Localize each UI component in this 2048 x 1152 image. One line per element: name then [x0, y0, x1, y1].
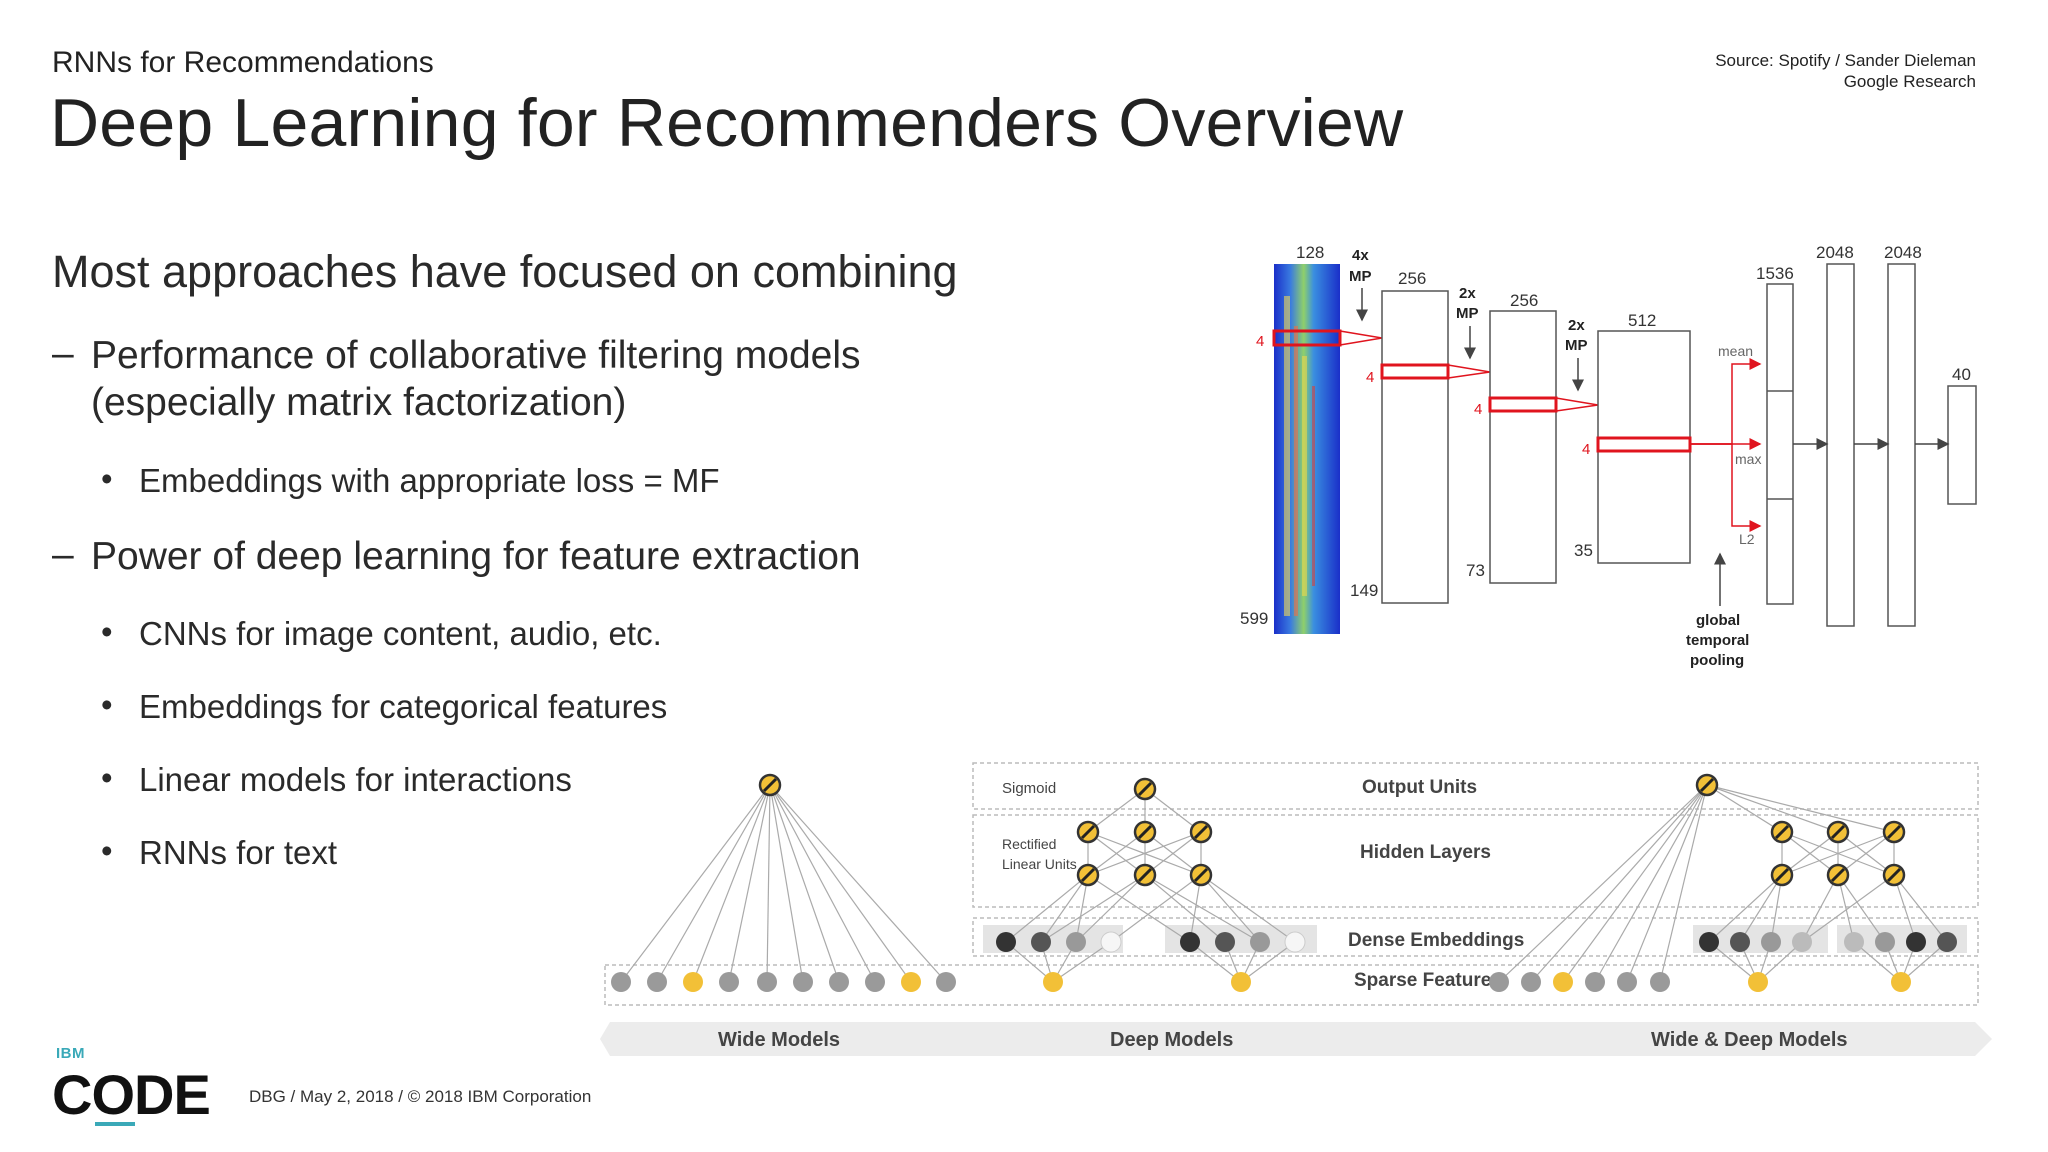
pool3-label-2: MP	[1565, 337, 1588, 354]
dense-embeddings-row	[972, 917, 1979, 957]
slide-subtitle: RNNs for Recommendations	[52, 46, 434, 79]
conv-layer-2	[1489, 310, 1557, 584]
source-credit: Source: Spotify / Sander Dieleman Google…	[1715, 50, 1976, 92]
cnn-architecture-diagram: 128 599 4 4x MP 256 149 4 2x MP 256 73 4…	[1240, 243, 1977, 669]
conv1-bottom-label: 149	[1350, 581, 1378, 600]
wide-deep-models-label: Wide & Deep Models	[1651, 1029, 1848, 1051]
bullet-dot: •	[101, 832, 113, 869]
pool1-label-2: MP	[1349, 268, 1372, 285]
conv-layer-1	[1381, 290, 1449, 604]
point-1-line-1: Performance of collaborative filtering m…	[91, 334, 861, 377]
bullet-dot: •	[101, 759, 113, 796]
window-label: 4	[1366, 369, 1374, 386]
dense-embeddings-label: Dense Embeddings	[1348, 930, 1524, 951]
relu-label-2: Linear Units	[1002, 856, 1077, 872]
conv-layer-3	[1597, 330, 1691, 564]
logo-code-text: CODE	[52, 1063, 211, 1126]
hidden-layers-row	[972, 814, 1979, 908]
footer-text: DBG / May 2, 2018 / © 2018 IBM Corporati…	[249, 1087, 592, 1106]
gtp-label-3: pooling	[1690, 652, 1744, 669]
logo-ibm-text: IBM	[56, 1045, 85, 1062]
fc-layer-2	[1887, 263, 1916, 627]
conv3-bottom-label: 35	[1574, 541, 1593, 560]
dense-embedding-nodes	[996, 931, 1957, 953]
conv1-projection	[1447, 364, 1491, 379]
bullet-text: Linear models for interactions	[139, 761, 572, 798]
conv3-top-label: 512	[1628, 311, 1656, 330]
bullet-dot: •	[101, 460, 113, 497]
pool-max-label: max	[1735, 451, 1761, 467]
gtp-label-1: global	[1696, 612, 1740, 629]
gtp-label-2: temporal	[1686, 632, 1749, 649]
conv2-top-label: 256	[1510, 291, 1538, 310]
output-units-row	[972, 762, 1979, 810]
pool-l2-label: L2	[1739, 531, 1755, 547]
pool2-label-2: MP	[1456, 305, 1479, 322]
hidden-layers-label: Hidden Layers	[1360, 842, 1491, 863]
bullet-dot: •	[101, 686, 113, 723]
fc2-label: 2048	[1816, 243, 1854, 262]
sparse-feature-nodes	[611, 972, 1911, 992]
pool2-label-1: 2x	[1459, 285, 1476, 302]
fc1-label: 1536	[1756, 264, 1794, 283]
bullet-text: RNNs for text	[139, 834, 338, 871]
output-layer	[1947, 385, 1977, 505]
spectrogram-texture	[1284, 296, 1315, 616]
pool1-label-1: 4x	[1352, 247, 1369, 264]
conv2-projection	[1555, 397, 1599, 412]
lead-text: Most approaches have focused on combinin…	[52, 246, 958, 297]
dash-mark: –	[52, 533, 74, 576]
output-label: 40	[1952, 365, 1971, 384]
point-1-line-2: (especially matrix factorization)	[91, 381, 627, 424]
fc3-label: 2048	[1884, 243, 1922, 262]
logo-underline	[95, 1122, 135, 1126]
source-line-2: Google Research	[1843, 72, 1976, 91]
sigmoid-label: Sigmoid	[1002, 780, 1056, 797]
pooled-vector	[1766, 283, 1794, 605]
window-box	[1272, 329, 1342, 347]
spectrogram-top-label: 128	[1296, 243, 1324, 262]
conv2-bottom-label: 73	[1466, 561, 1485, 580]
conv1-window-box	[1380, 363, 1450, 380]
pool3-label-1: 2x	[1568, 317, 1585, 334]
source-line-1: Source: Spotify / Sander Dieleman	[1715, 51, 1976, 70]
wide-deep-diagram: Sigmoid Rectified Linear Units Output Un…	[600, 762, 1992, 1056]
window-label: 4	[1474, 401, 1482, 418]
spectrogram-bottom-label: 599	[1240, 609, 1268, 628]
bullet-text: Embeddings for categorical features	[139, 688, 668, 725]
deep-models-label: Deep Models	[1110, 1029, 1233, 1051]
relu-label-1: Rectified	[1002, 836, 1056, 852]
window-projection	[1339, 330, 1383, 346]
conv2-window-box	[1488, 396, 1558, 413]
output-units-label: Output Units	[1362, 777, 1477, 798]
dash-mark: –	[52, 332, 74, 375]
l2-pool-arrow	[1690, 443, 1762, 532]
window-label: 4	[1256, 333, 1264, 350]
pool-mean-label: mean	[1718, 343, 1753, 359]
window-label: 4	[1582, 441, 1590, 458]
bullet-dot: •	[101, 613, 113, 650]
sparse-features-label: Sparse Features	[1354, 970, 1502, 991]
mean-pool-arrow	[1690, 358, 1762, 445]
wide-models-label: Wide Models	[718, 1029, 840, 1051]
sparse-features-row	[604, 964, 1979, 1006]
slide-title: Deep Learning for Recommenders Overview	[50, 85, 1404, 161]
point-2-text: Power of deep learning for feature extra…	[91, 535, 861, 578]
bullet-text: Embeddings with appropriate loss = MF	[139, 462, 720, 499]
model-labels-band	[600, 1022, 1992, 1056]
conv1-top-label: 256	[1398, 269, 1426, 288]
hidden-output-nodes	[758, 773, 1906, 887]
bullet-text: CNNs for image content, audio, etc.	[139, 615, 662, 652]
fc-layer-1	[1826, 263, 1855, 627]
